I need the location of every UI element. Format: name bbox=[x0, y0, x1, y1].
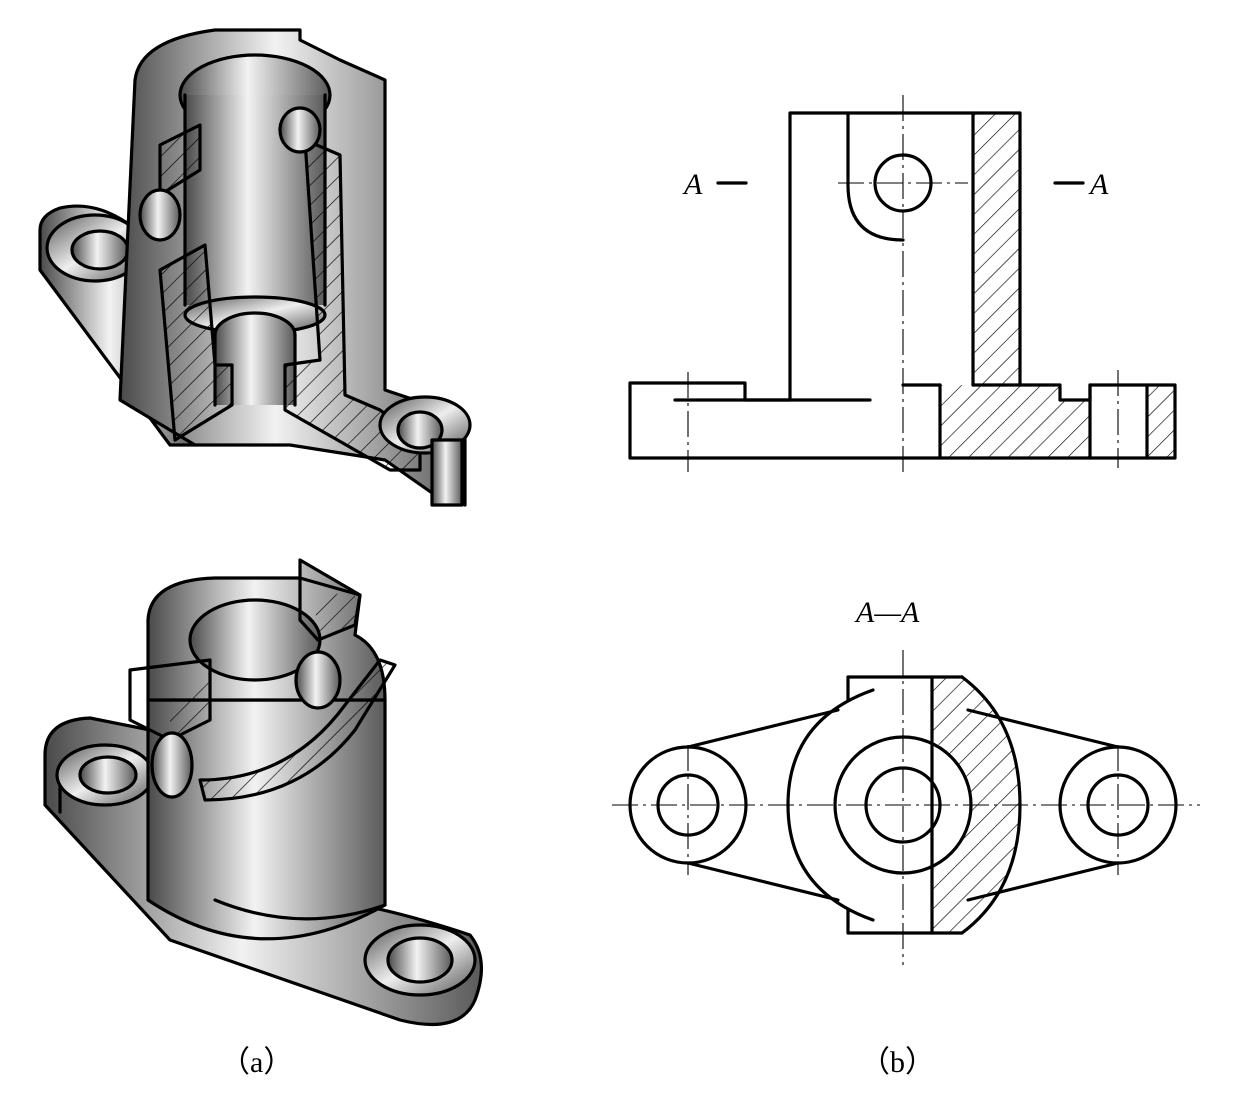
caption-a: （a） bbox=[220, 1046, 293, 1079]
left-lug-hole bbox=[70, 229, 130, 271]
front-view-outline bbox=[628, 111, 1177, 460]
section-mark-left: A bbox=[682, 168, 703, 201]
section-boss-ring bbox=[833, 735, 973, 875]
section-mark-right: A bbox=[1088, 168, 1109, 201]
front-section-view: A A bbox=[628, 95, 1177, 475]
section-a-a-view: A—A bbox=[612, 596, 1200, 965]
isometric-cutaway-view bbox=[38, 28, 472, 507]
isometric-partial-section-view bbox=[43, 558, 484, 1027]
right-lug-hole-circle bbox=[1086, 773, 1150, 837]
section-view-title: A—A bbox=[854, 596, 920, 629]
left-lug-hole-circle bbox=[656, 773, 720, 837]
front-side-hole bbox=[873, 153, 933, 213]
caption-b: （b） bbox=[860, 1046, 935, 1079]
section-center-hole bbox=[864, 766, 942, 844]
